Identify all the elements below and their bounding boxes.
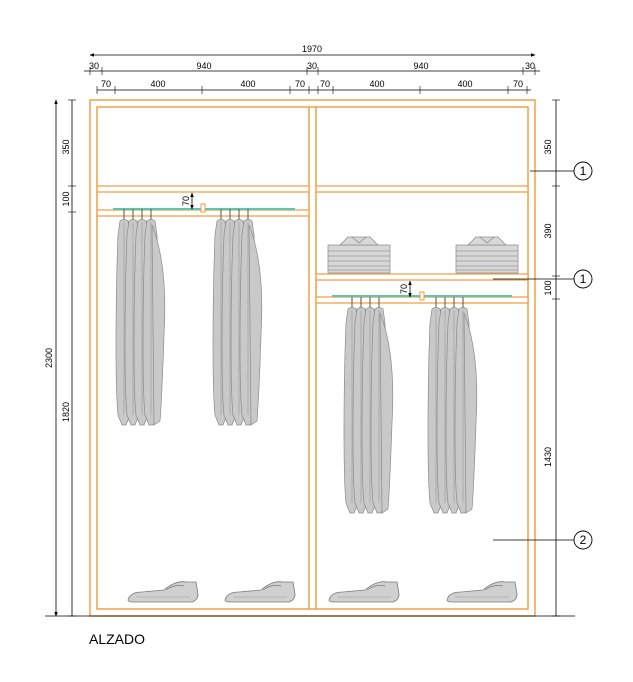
shoe-right-1 [328, 581, 400, 603]
dim-rail-right: 70 [399, 284, 409, 294]
dim-bay-left: 940 [196, 61, 211, 71]
shirt-stack-1 [327, 236, 391, 274]
dim-right-bottom: 1430 [543, 447, 553, 467]
dim-side-right: 30 [525, 61, 535, 71]
dim-right-shelf: 100 [543, 280, 553, 295]
left-dimensions: 2300 350 100 1820 [44, 99, 76, 617]
left-shelf-top [96, 185, 310, 193]
dim-total-width: 1970 [302, 44, 322, 54]
dim-seg-1: 400 [150, 79, 165, 89]
dim-gap-3: 70 [320, 79, 330, 89]
dim-bay-right: 940 [413, 61, 428, 71]
callouts: 1 1 2 [493, 161, 593, 550]
dim-rail-left: 70 [181, 196, 191, 206]
dim-center: 30 [307, 61, 317, 71]
shoe-right-2 [446, 581, 518, 603]
callout-1-mid [573, 269, 593, 289]
top-dimensions: 1970 30 940 30 940 30 70 400 400 70 70 4… [84, 44, 540, 94]
left-bay: 70 [96, 185, 310, 603]
dim-seg-3: 400 [369, 79, 384, 89]
dim-side-left: 30 [89, 61, 99, 71]
dim-left-top: 350 [61, 139, 71, 154]
callout-2-label: 2 [580, 533, 587, 547]
dim-right-mid: 390 [543, 223, 553, 238]
dim-gap-2: 70 [295, 79, 305, 89]
dim-right-top: 350 [543, 139, 553, 154]
right-shelf-middle [315, 273, 529, 281]
shoe-left-1 [127, 581, 199, 603]
garment-group-left-2 [213, 209, 262, 425]
callout-1-top [573, 161, 593, 181]
callout-2 [573, 530, 593, 550]
dim-seg-4: 400 [457, 79, 472, 89]
garment-group-left-1 [116, 209, 165, 425]
garment-group-right-2 [428, 297, 477, 513]
dim-seg-2: 400 [240, 79, 255, 89]
garment-group-right-1 [344, 297, 393, 513]
right-dimensions: 350 390 100 1430 [543, 99, 560, 617]
dim-gap-1: 70 [101, 79, 111, 89]
callout-1-mid-label: 1 [580, 272, 587, 286]
callout-1-top-label: 1 [580, 164, 587, 178]
right-shelf-top [315, 185, 529, 193]
shoe-left-2 [224, 581, 296, 603]
dim-left-bottom: 1820 [61, 402, 71, 422]
shirt-stack-2 [455, 236, 519, 274]
right-bay: 70 [315, 185, 529, 603]
dim-total-height: 2300 [44, 348, 54, 368]
dim-left-shelf: 100 [61, 191, 71, 206]
drawing-caption: ALZADO [89, 631, 146, 647]
dim-gap-4: 70 [513, 79, 523, 89]
